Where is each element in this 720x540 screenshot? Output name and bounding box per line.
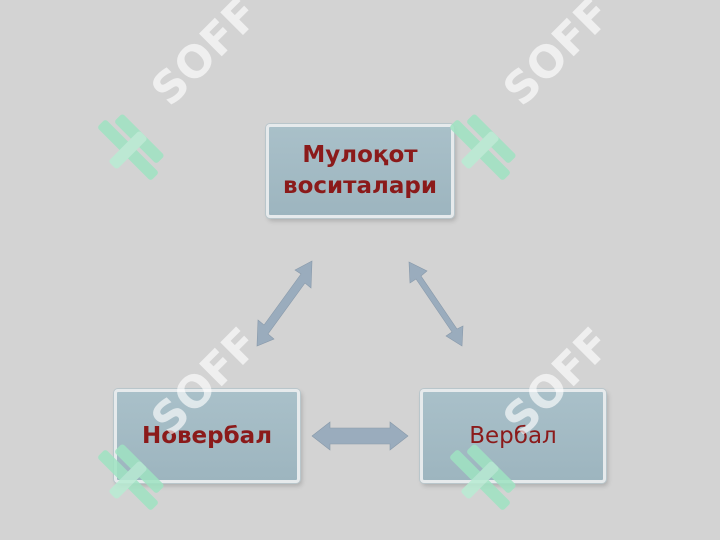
node-verbal: Вербал (420, 389, 606, 483)
node-communication-means: Мулоқот воситалари (266, 124, 454, 218)
node-nonverbal-label: Новербал (141, 422, 273, 449)
node-nonverbal: Новербал (114, 389, 300, 483)
arrow-top-left (256, 260, 313, 347)
arrow-top-right (408, 261, 464, 347)
node-verbal-label: Вербал (469, 422, 557, 449)
node-communication-means-label: Мулоқот воситалари (283, 142, 437, 199)
arrow-left-right (311, 421, 409, 451)
